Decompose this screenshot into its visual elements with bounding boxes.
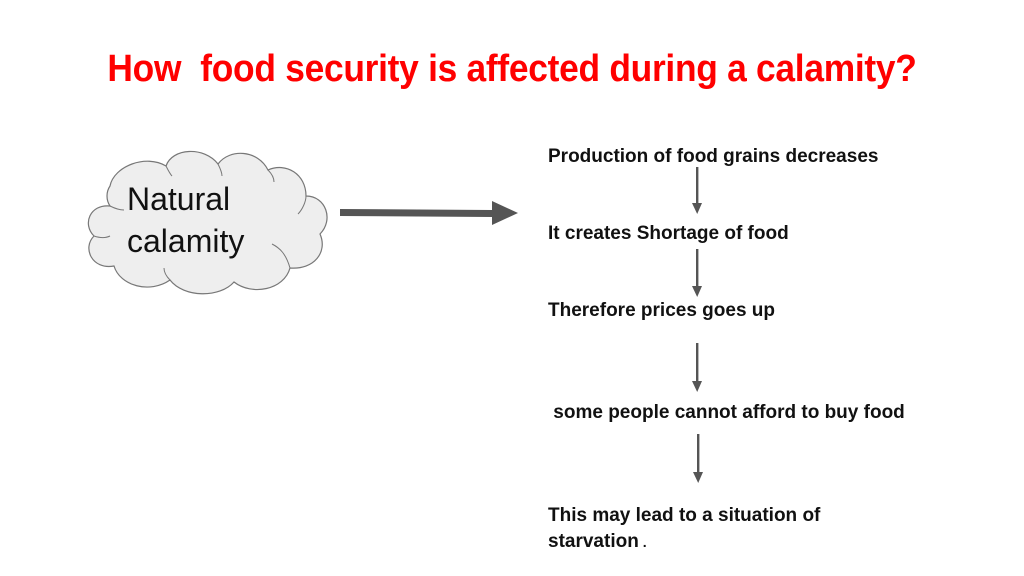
flow-step-4: some people cannot afford to buy food bbox=[548, 402, 905, 423]
flow-step-5-text: This may lead to a situation of starvati… bbox=[548, 505, 821, 552]
arrow-down-icon bbox=[693, 434, 703, 483]
flow-step-1: Production of food grains decreases bbox=[548, 146, 879, 167]
cause-line-1: Natural bbox=[127, 181, 231, 217]
arrow-down-icon bbox=[692, 249, 702, 297]
cause-label: Natural calamity bbox=[127, 178, 244, 262]
flow-step-2: It creates Shortage of food bbox=[548, 223, 789, 244]
flow-step-3: Therefore prices goes up bbox=[548, 300, 776, 321]
cause-line-2: calamity bbox=[127, 223, 245, 259]
flow-step-5: This may lead to a situation of starvati… bbox=[548, 503, 888, 555]
flow-step-5-suffix: . bbox=[638, 534, 647, 550]
arrow-right-icon bbox=[340, 201, 518, 225]
arrow-down-icon bbox=[692, 167, 702, 214]
slide-title: How food security is affected during a c… bbox=[107, 48, 917, 90]
arrow-down-icon bbox=[692, 343, 702, 392]
cloud-shape-icon bbox=[87, 150, 328, 295]
